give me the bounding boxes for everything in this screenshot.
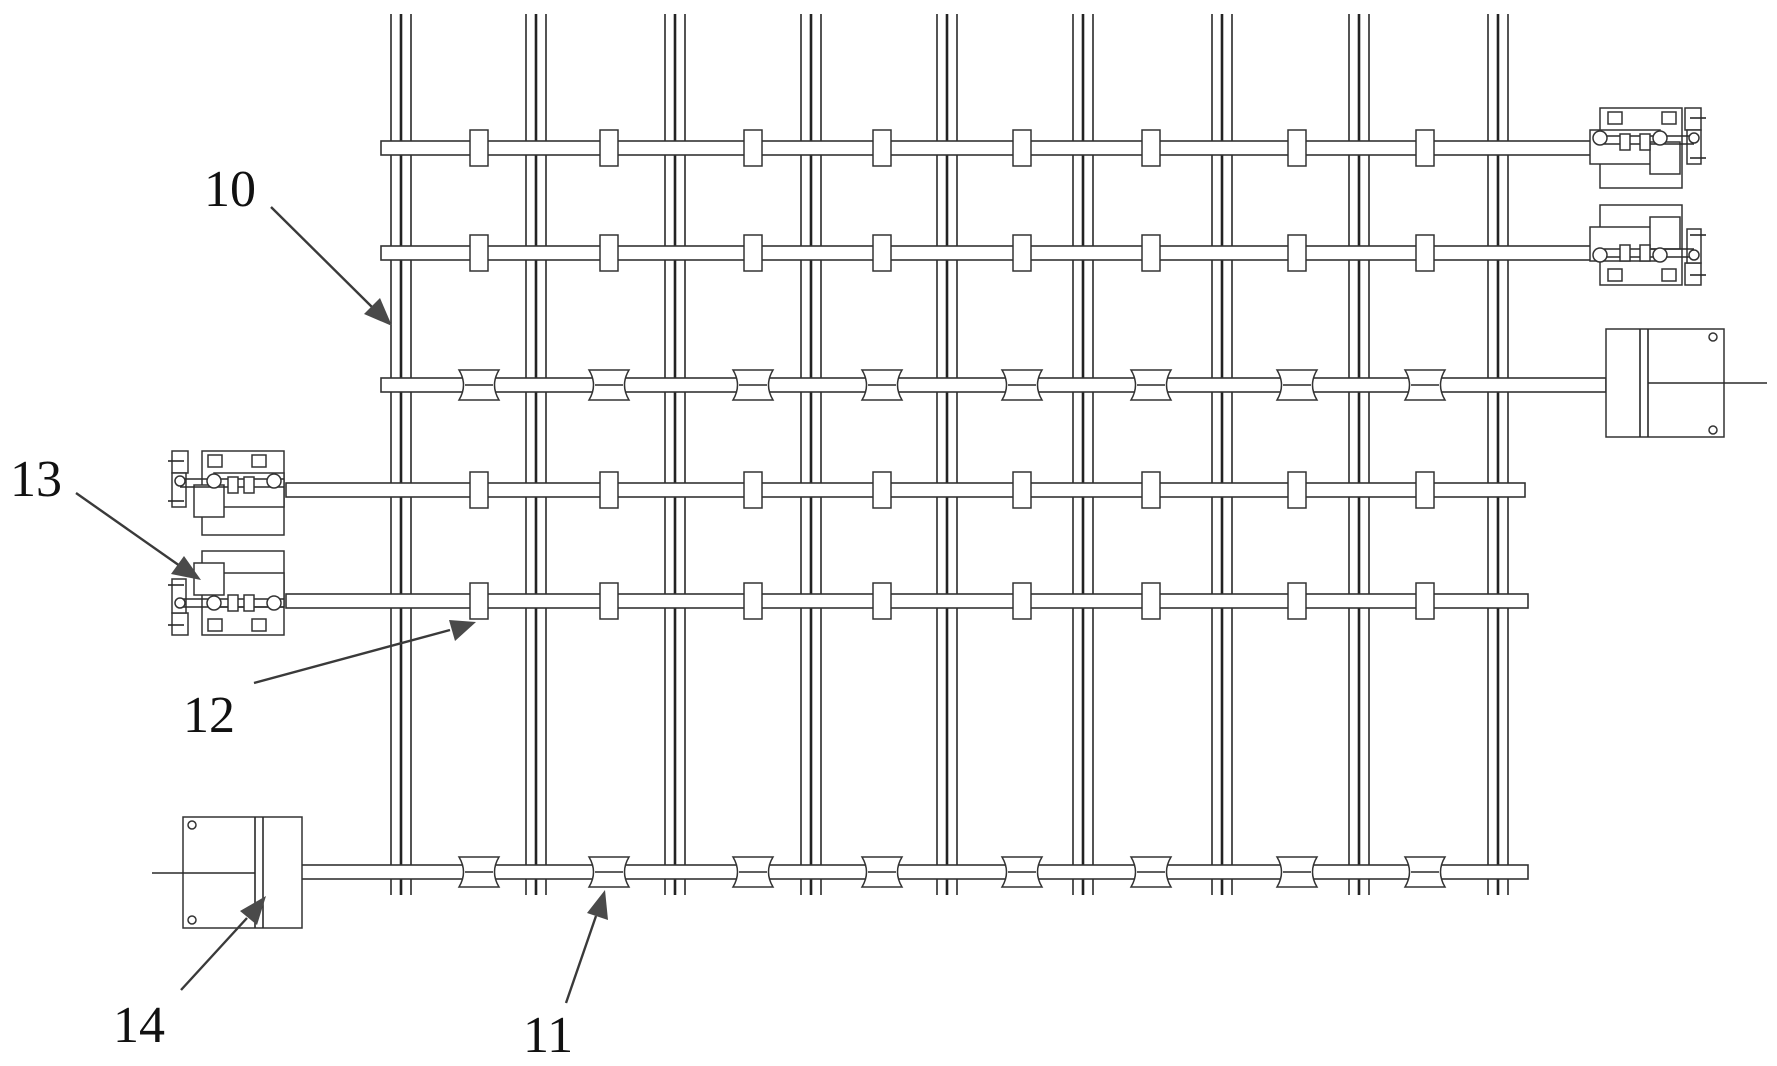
leader-arrows bbox=[75, 206, 608, 1004]
leader-arrow-14 bbox=[180, 896, 266, 991]
shaft-block bbox=[1287, 129, 1307, 167]
shaft-block bbox=[1141, 471, 1161, 509]
drive-unit-right-1 bbox=[1589, 107, 1706, 189]
leader-arrow-13 bbox=[75, 492, 201, 580]
drive-unit-right-2 bbox=[1589, 204, 1706, 286]
drive-unit-left-1 bbox=[168, 450, 285, 536]
shaft-block bbox=[1012, 129, 1032, 167]
shaft-block bbox=[872, 234, 892, 272]
shaft-block bbox=[743, 582, 763, 620]
shaft-block bbox=[599, 129, 619, 167]
cylinder-units bbox=[152, 328, 1767, 929]
shaft-block bbox=[872, 129, 892, 167]
shaft-block bbox=[1012, 234, 1032, 272]
shaft-block bbox=[1415, 471, 1435, 509]
shaft-block bbox=[1012, 471, 1032, 509]
shaft-block bbox=[1415, 129, 1435, 167]
leader-arrow-11 bbox=[564, 890, 608, 1004]
shaft-block bbox=[1415, 234, 1435, 272]
longitudinal-rails bbox=[390, 14, 1509, 895]
drive-units bbox=[168, 107, 1706, 636]
reference-numerals: 10 11 12 13 14 bbox=[10, 161, 573, 1064]
shaft-block bbox=[599, 582, 619, 620]
label-10: 10 bbox=[204, 161, 256, 218]
shaft-block bbox=[599, 471, 619, 509]
shaft-block bbox=[743, 234, 763, 272]
label-13: 13 bbox=[10, 451, 62, 508]
transverse-shaft bbox=[285, 482, 1526, 498]
shaft-block bbox=[1012, 582, 1032, 620]
shaft-block bbox=[469, 234, 489, 272]
shaft-block bbox=[1141, 582, 1161, 620]
shaft-blocks bbox=[469, 129, 1435, 620]
label-11: 11 bbox=[523, 1007, 573, 1064]
drive-unit-left-2 bbox=[168, 550, 285, 636]
shaft-block bbox=[1141, 129, 1161, 167]
shaft-block bbox=[1287, 471, 1307, 509]
cylinder-unit-right bbox=[1605, 328, 1767, 438]
shaft-block bbox=[469, 129, 489, 167]
shaft-block bbox=[599, 234, 619, 272]
shaft-block bbox=[469, 471, 489, 509]
cylinder-unit-left bbox=[152, 816, 303, 929]
shaft-block bbox=[743, 471, 763, 509]
label-12: 12 bbox=[183, 687, 235, 744]
label-14: 14 bbox=[113, 997, 165, 1054]
leader-arrow-12 bbox=[253, 620, 476, 685]
shaft-block bbox=[1141, 234, 1161, 272]
leader-arrow-10 bbox=[270, 206, 392, 326]
shaft-block bbox=[743, 129, 763, 167]
transverse-shaft bbox=[285, 593, 1529, 609]
transverse-shafts bbox=[262, 140, 1607, 880]
v-rollers bbox=[457, 369, 1447, 888]
shaft-block bbox=[1287, 234, 1307, 272]
shaft-block bbox=[469, 582, 489, 620]
shaft-block bbox=[1287, 582, 1307, 620]
shaft-block bbox=[1415, 582, 1435, 620]
shaft-block bbox=[872, 582, 892, 620]
shaft-block bbox=[872, 471, 892, 509]
